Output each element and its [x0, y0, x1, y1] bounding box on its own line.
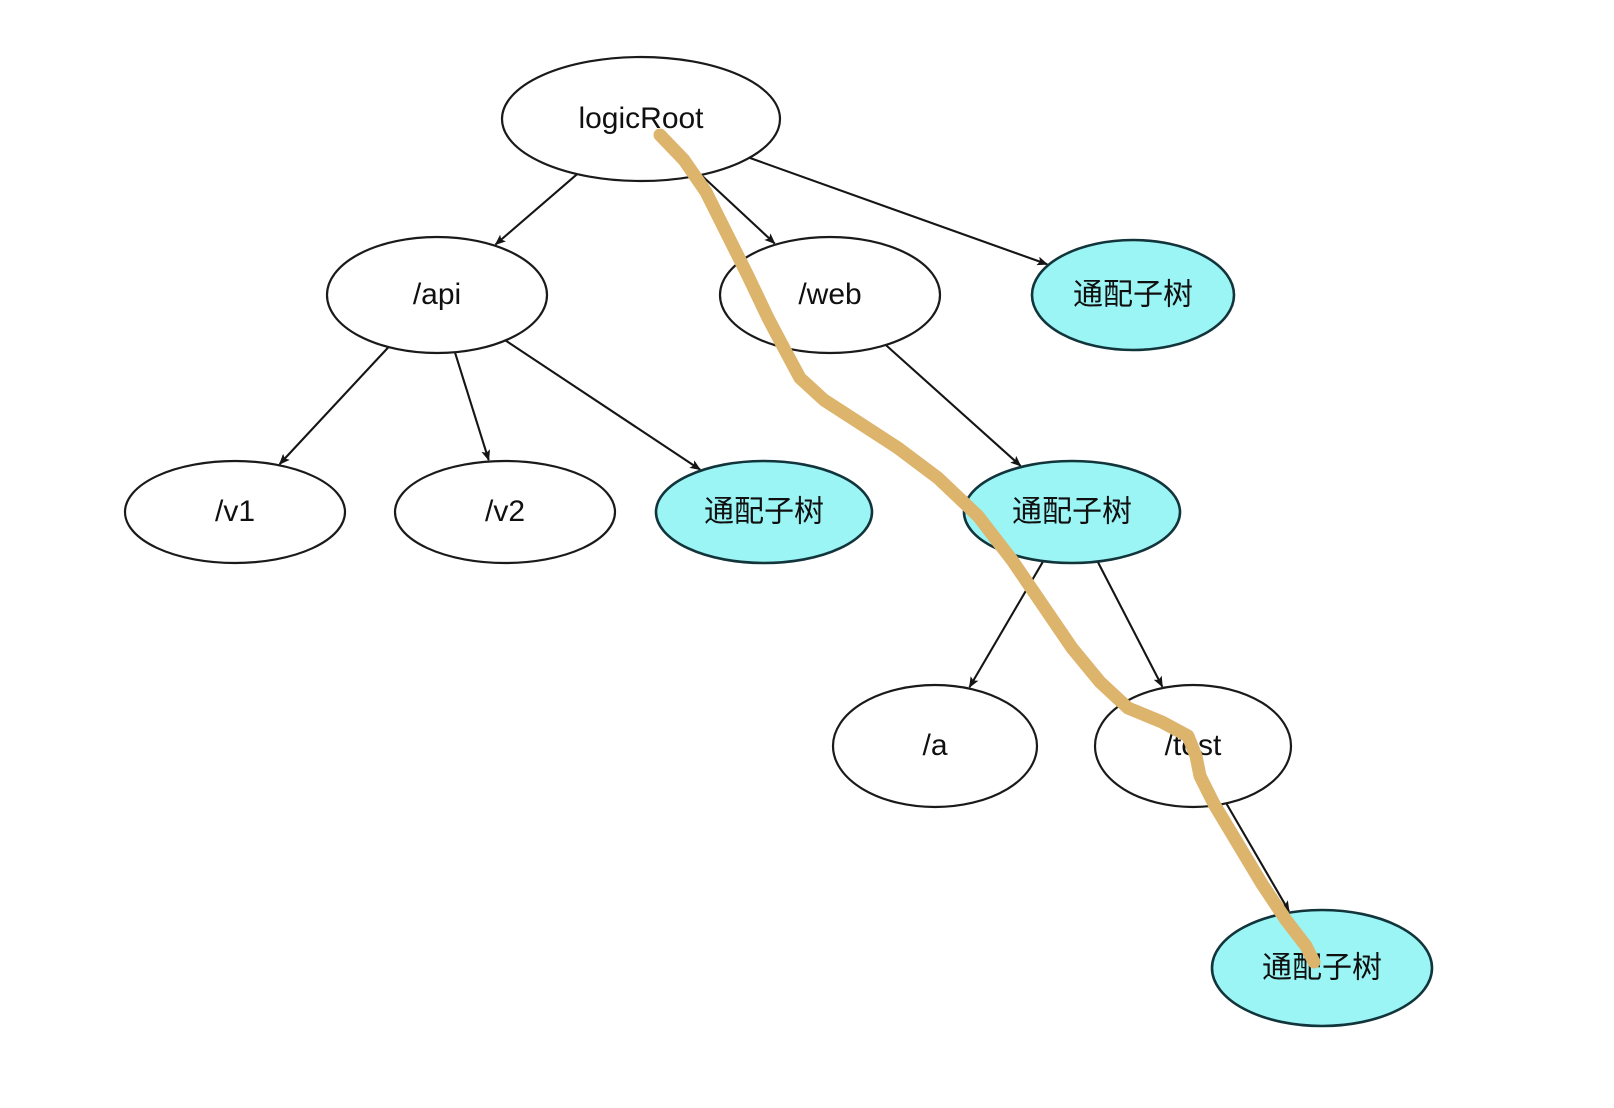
edge-test-to-wild-test: [1225, 802, 1290, 913]
node-shape-api[interactable]: [325, 235, 549, 355]
edge-api-to-v1: [278, 346, 390, 465]
node-shape-wild-web[interactable]: [962, 459, 1182, 565]
node-wild-root[interactable]: 通配子树: [1030, 238, 1236, 352]
edge-api-to-v2: [453, 351, 491, 462]
edge-web-to-wild-web: [885, 344, 1022, 467]
node-shape-logicRoot[interactable]: [500, 55, 782, 183]
edge-logicRoot-to-api: [494, 173, 578, 246]
node-api[interactable]: /api: [325, 235, 549, 355]
node-wild-test[interactable]: 通配子树: [1210, 908, 1434, 1028]
node-a[interactable]: /a: [831, 683, 1039, 809]
highlight-layer: [653, 128, 1321, 969]
edge-wild-web-to-test: [1096, 561, 1164, 688]
node-shape-v1[interactable]: [123, 459, 347, 565]
node-shape-wild-api[interactable]: [654, 459, 874, 565]
node-v1[interactable]: /v1: [123, 459, 347, 565]
node-shape-wild-root[interactable]: [1030, 238, 1236, 352]
edge-api-to-wild-api: [504, 339, 701, 471]
edges-layer: [278, 156, 1290, 913]
node-v2[interactable]: /v2: [393, 459, 617, 565]
edge-logicRoot-to-web: [700, 174, 776, 245]
edge-logicRoot-to-wild-root: [749, 156, 1049, 266]
node-logicRoot[interactable]: logicRoot: [500, 55, 782, 183]
node-shape-wild-test[interactable]: [1210, 908, 1434, 1028]
node-shape-v2[interactable]: [393, 459, 617, 565]
wildcard-match-path: [653, 128, 1321, 969]
node-shape-a[interactable]: [831, 683, 1039, 809]
node-wild-api[interactable]: 通配子树: [654, 459, 874, 565]
